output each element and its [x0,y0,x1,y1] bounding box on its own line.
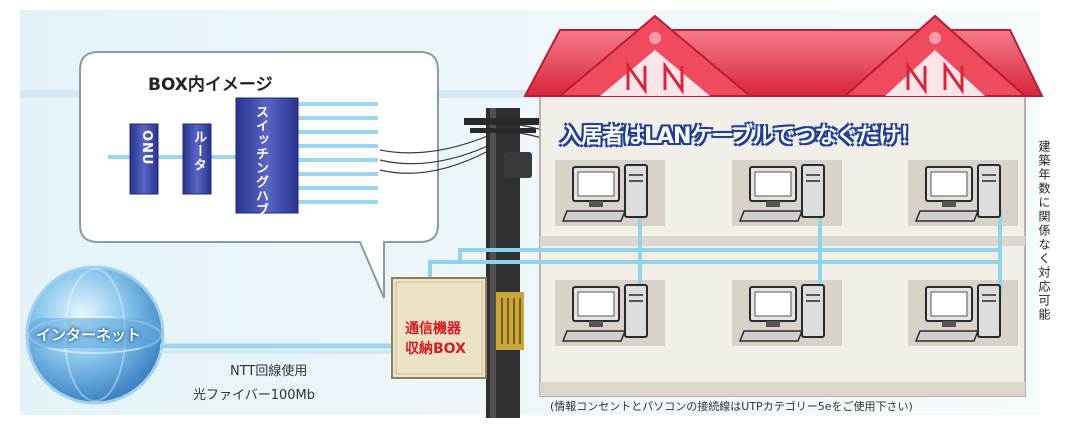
switching-hub-device [235,97,299,214]
communication-box [391,277,487,379]
onu-label: ONU [139,130,154,166]
internet-globe [25,265,165,405]
fiber-line [160,343,392,354]
computer-icon [738,164,825,222]
router-label: ルータ [191,130,206,172]
switching-hub-label: スイッチングハブ [253,105,268,217]
onu-device [129,123,159,195]
computer-icon [914,284,1001,342]
box-label-line2: 収納BOX [405,341,466,357]
box-image-bubble [79,51,439,299]
cable-footnote: (情報コンセントとパソコンの接続線はUTPカテゴリー5eをご使用下さい) [550,400,913,413]
computer-icon [561,164,648,222]
roof [523,14,1044,97]
internet-label: インターネット [36,326,142,344]
tenant-message: 入居者はLANケーブルでつなぐだけ！ [560,124,921,149]
computer-icon [738,284,825,342]
line-info-ntt: NTT回線使用 [230,364,308,379]
router-device [182,123,212,195]
computer-icon [914,164,1001,222]
bubble-title: BOX内イメージ [148,75,273,95]
computer-icon [561,284,648,342]
box-label-line1: 通信機器 [405,321,461,337]
line-info-fiber: 光ファイバー100Mb [193,388,316,403]
building-age-note: 建築年数に関係なく対応可能 [1037,140,1051,322]
